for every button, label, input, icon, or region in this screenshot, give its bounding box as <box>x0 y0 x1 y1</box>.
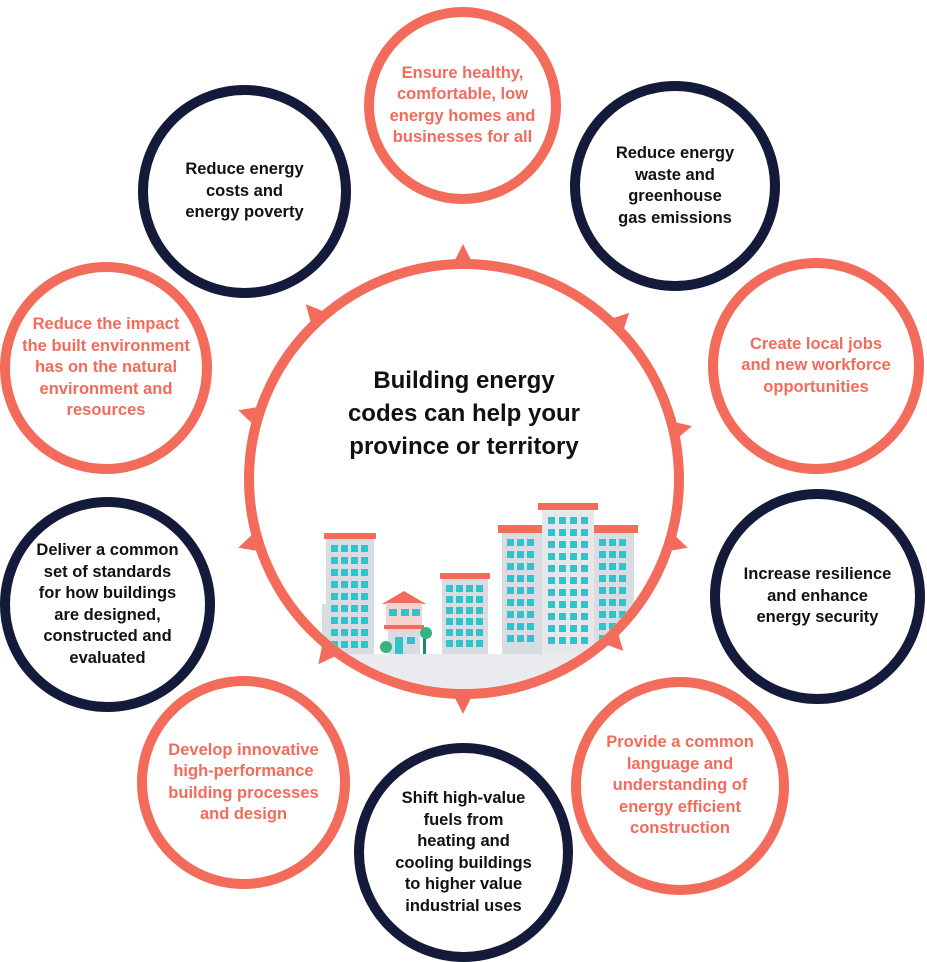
benefit-circle-resilience: Increase resilience and enhance energy s… <box>710 489 925 704</box>
benefit-text-reduce-waste: Reduce energy waste and greenhouse gas e… <box>615 144 735 227</box>
arrow-icon <box>305 304 323 322</box>
benefit-text-common-language: Provide a common language and understand… <box>606 733 754 838</box>
benefit-circle-natural-environment: Reduce the impact the built environment … <box>0 262 212 474</box>
center-title: Building energy codes can help your prov… <box>347 367 581 460</box>
benefit-circle-local-jobs: Create local jobs and new workforce oppo… <box>708 258 924 474</box>
arrow-icon <box>455 244 471 260</box>
arrow-icon <box>455 698 471 714</box>
benefit-text-innovative-design: Develop innovative high-performance buil… <box>168 740 319 824</box>
benefit-circle-shift-fuels: Shift high-value fuels from heating and … <box>354 743 573 962</box>
benefit-circle-healthy-homes: Ensure healthy, comfortable, low energy … <box>364 7 561 204</box>
benefit-circle-common-language: Provide a common language and understand… <box>571 677 789 895</box>
benefit-text-resilience: Increase resilience and enhance energy s… <box>743 565 892 627</box>
benefit-text-natural-environment: Reduce the impact the built environment … <box>22 315 190 420</box>
benefit-text-healthy-homes: Ensure healthy, comfortable, low energy … <box>389 63 536 147</box>
benefit-text-energy-costs: Reduce energy costs and energy poverty <box>185 160 304 222</box>
benefit-circle-energy-costs: Reduce energy costs and energy poverty <box>138 85 351 298</box>
benefit-text-local-jobs: Create local jobs and new workforce oppo… <box>741 334 891 396</box>
benefit-circle-common-standards: Deliver a common set of standards for ho… <box>0 497 215 712</box>
benefit-text-common-standards: Deliver a common set of standards for ho… <box>36 541 179 667</box>
benefit-circle-reduce-waste: Reduce energy waste and greenhouse gas e… <box>570 81 780 291</box>
benefit-text-shift-fuels: Shift high-value fuels from heating and … <box>395 789 532 915</box>
city-skyline-illustration <box>254 503 674 689</box>
center-circle: Building energy codes can help your prov… <box>244 259 684 699</box>
benefit-circle-innovative-design: Develop innovative high-performance buil… <box>137 676 350 889</box>
